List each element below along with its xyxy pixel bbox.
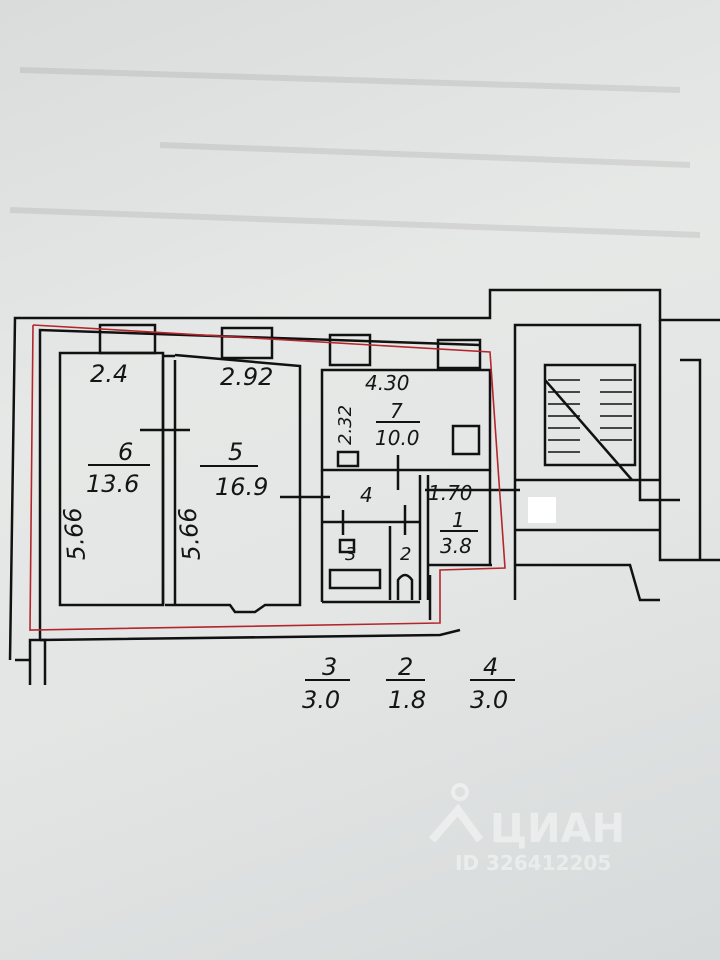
room-7-number: 7	[390, 399, 403, 423]
room-6-length: 5.66	[58, 506, 91, 562]
room-1-area: 3.8	[440, 534, 472, 558]
room-3-number: 3	[345, 544, 356, 565]
legend-3-area: 3.0	[302, 686, 340, 714]
walls	[8, 288, 720, 685]
kitchen-sink-icon	[336, 450, 360, 468]
watermark-id: ID 326412205	[455, 851, 611, 875]
apartment-boundary	[29, 324, 506, 631]
faded-text	[9, 67, 701, 238]
redaction-box	[528, 497, 556, 523]
room-4-number: 4	[360, 483, 373, 507]
room-5-width: 2.92	[220, 363, 273, 391]
legend-2-area: 1.8	[388, 686, 426, 714]
room-5-area: 16.9	[215, 473, 268, 501]
room-6-area: 13.6	[86, 470, 139, 498]
watermark-brand: ЦИАН	[490, 806, 625, 852]
legend-4-number: 4	[483, 653, 498, 681]
legend-4-area: 3.0	[470, 686, 508, 714]
room-7-area: 10.0	[375, 426, 420, 450]
cian-logo-icon	[451, 783, 469, 801]
stair-steps	[548, 379, 632, 453]
sink-icon	[338, 538, 356, 554]
room-6-width: 2.4	[90, 360, 128, 388]
legend-3-number: 3	[322, 653, 337, 681]
room-1-number: 1	[452, 508, 465, 532]
room-7-width: 4.30	[365, 371, 410, 395]
stove-icon	[451, 424, 481, 456]
room-labels: 2.4 6 13.6 5.66 2.92 5 16.9 5.66 4.30 7 …	[58, 360, 478, 565]
room-7-length: 2.32	[335, 405, 356, 445]
area-legend: 3 3.0 2 1.8 4 3.0	[302, 653, 515, 714]
cian-watermark: ЦИАН ID 326412205	[428, 783, 625, 875]
room-6-number: 6	[118, 438, 133, 466]
room-5-number: 5	[228, 438, 243, 466]
room-5-length: 5.66	[173, 506, 206, 562]
bathtub-icon	[328, 568, 382, 590]
room-1-width: 1.70	[428, 481, 473, 505]
room-2-number: 2	[400, 544, 411, 565]
toilet-icon	[396, 573, 414, 600]
legend-2-number: 2	[398, 653, 413, 681]
